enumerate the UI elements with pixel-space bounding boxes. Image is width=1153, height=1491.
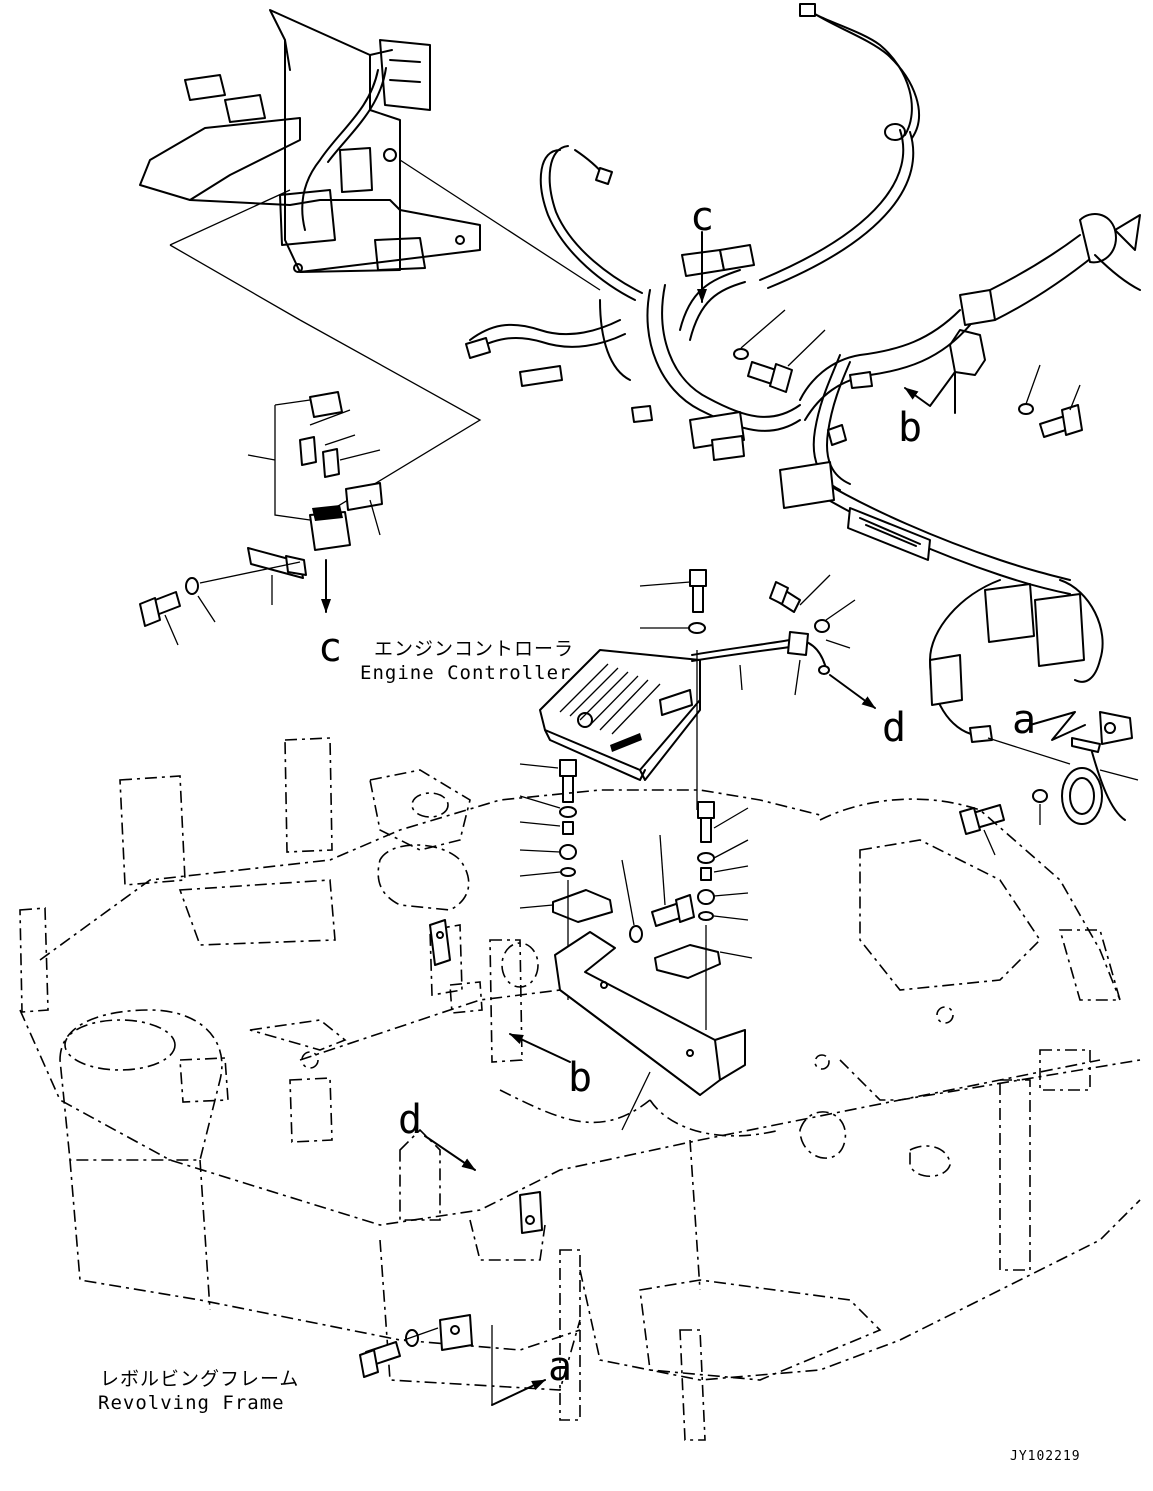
arrow-b-frame	[509, 1033, 571, 1063]
relay-connection-leader	[299, 319, 482, 521]
drawing-code: JY102219	[1010, 1449, 1081, 1464]
revolving-frame-outline	[19, 737, 1141, 1441]
ref-a-frame: a	[548, 1344, 573, 1390]
horn-assembly	[959, 711, 1139, 856]
revolving-frame-label-en: Revolving Frame	[98, 1392, 285, 1414]
engine-controller-assembly	[519, 569, 876, 1131]
mounting-plate-assembly	[139, 9, 601, 321]
engine-controller-label-en: Engine Controller	[360, 662, 572, 684]
relay-assembly	[139, 391, 383, 646]
arrow-d-frame	[424, 1135, 476, 1171]
ref-d-frame: d	[398, 1097, 423, 1143]
frame-clamp-parts	[359, 919, 543, 1405]
ref-d-bracket: d	[882, 705, 907, 751]
arrow-b-harness	[904, 371, 956, 414]
arrow-a-frame	[491, 1379, 546, 1406]
wiring-harness	[465, 3, 1141, 743]
ref-a-harness: a	[1012, 697, 1037, 743]
ref-b-frame: b	[568, 1055, 593, 1101]
ref-b-harness: b	[898, 405, 923, 451]
ref-c-harness: c	[690, 194, 715, 240]
harness-bolt-set	[733, 309, 1083, 438]
revolving-frame-label-jp: レボルビングフレーム	[100, 1368, 300, 1390]
engine-controller-label-jp: エンジンコントローラ	[374, 638, 575, 660]
ref-c-relay: c	[318, 625, 343, 671]
